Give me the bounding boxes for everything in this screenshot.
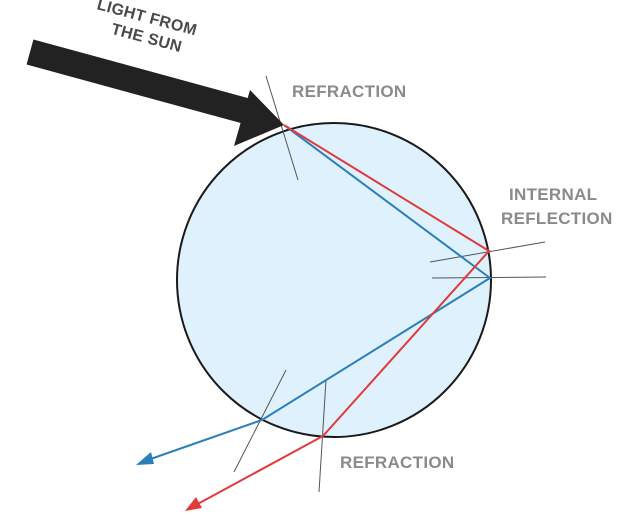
refraction-bottom-label: REFRACTION xyxy=(340,453,454,472)
sunlight-arrow xyxy=(26,39,284,146)
normal-line-entry xyxy=(265,75,299,181)
water-droplet xyxy=(176,122,492,438)
red-arrowhead xyxy=(185,497,202,511)
red-ray xyxy=(185,124,491,511)
internal-reflection-label-line1: INTERNAL xyxy=(509,185,597,204)
refraction-top-label: REFRACTION xyxy=(292,82,406,101)
blue-arrowhead xyxy=(136,452,154,465)
sun-label: LIGHT FROM THE SUN xyxy=(95,0,198,56)
internal-reflection-label-line2: REFLECTION xyxy=(501,209,613,228)
blue-ray xyxy=(136,124,492,465)
